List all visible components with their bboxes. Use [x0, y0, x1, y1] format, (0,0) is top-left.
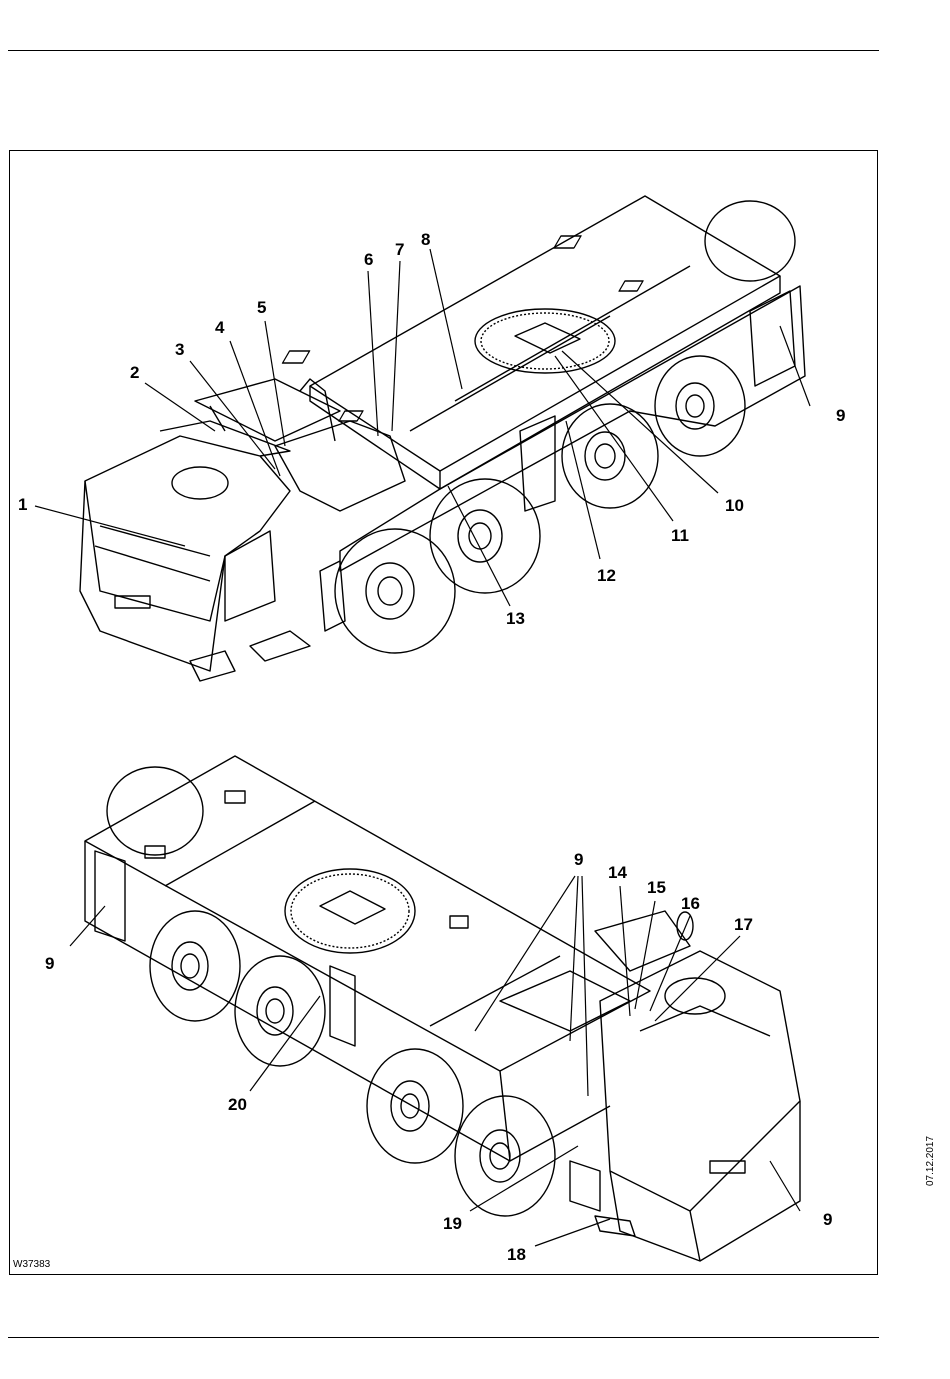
callout-10: 10: [725, 497, 744, 514]
callout-18: 18: [507, 1246, 526, 1263]
margin-date: 07.12.2017: [925, 1136, 936, 1186]
callout-2: 2: [130, 364, 139, 381]
callout-4: 4: [215, 319, 224, 336]
callout-11: 11: [671, 527, 689, 544]
bottom-rule: [8, 1337, 879, 1338]
callout-20: 20: [228, 1096, 247, 1113]
callout-3: 3: [175, 341, 184, 358]
callout-9-group: 9: [574, 851, 583, 868]
callout-16: 16: [681, 895, 700, 912]
figure-frame: 1 2 3 4 5 6 7 8 9 10 11 12 13 9 14 15 16…: [9, 150, 878, 1275]
bottom-leaders: [70, 876, 800, 1246]
callout-13: 13: [506, 610, 525, 627]
callout-19: 19: [443, 1215, 462, 1232]
top-wheels: [335, 356, 745, 653]
callout-7: 7: [395, 241, 404, 258]
top-carrier: [35, 196, 810, 681]
top-rule: [8, 50, 879, 51]
callout-9-top: 9: [836, 407, 845, 424]
callout-14: 14: [608, 864, 627, 881]
crane-carrier-illustration: [10, 151, 879, 1276]
callout-9-left: 9: [45, 955, 54, 972]
callout-12: 12: [597, 567, 616, 584]
callout-8: 8: [421, 231, 430, 248]
callout-6: 6: [364, 251, 373, 268]
callout-9-right: 9: [823, 1211, 832, 1228]
bottom-carrier: [70, 756, 800, 1261]
callout-15: 15: [647, 879, 666, 896]
callout-17: 17: [734, 916, 753, 933]
figure-id: W37383: [13, 1259, 50, 1270]
top-leaders: [35, 249, 810, 606]
callout-1: 1: [18, 496, 27, 513]
bottom-wheels: [150, 911, 555, 1216]
callout-5: 5: [257, 299, 266, 316]
